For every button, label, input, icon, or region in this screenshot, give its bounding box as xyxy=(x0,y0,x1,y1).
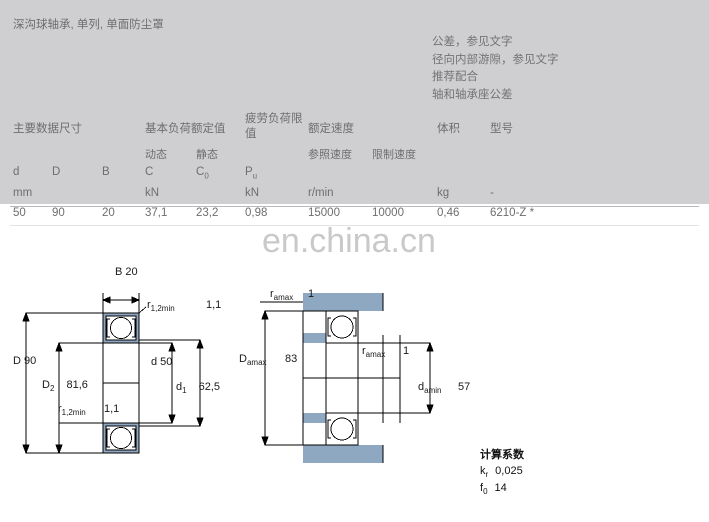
dim-B: B 20 xyxy=(115,266,138,278)
dim-damin: damin xyxy=(418,381,442,396)
symbol-d: d xyxy=(13,166,20,178)
header-notes: 公差，参见文字 径向内部游隙，参见文字 推荐配合 轴和轴承座公差 xyxy=(432,34,559,104)
symbol-C0: C0 xyxy=(196,166,209,181)
dim-D: D 90 xyxy=(13,355,37,367)
calc-factors-title: 计算系数 xyxy=(480,449,524,461)
unit-rpm: r/min xyxy=(308,187,334,199)
unit-mm: mm xyxy=(13,187,33,199)
cell-Pu: 0,98 xyxy=(245,207,268,219)
dim-damin-value: 57 xyxy=(458,381,471,393)
table-row-rule xyxy=(10,224,699,226)
note-radial-clearance: 径向内部游隙，参见文字 xyxy=(432,53,559,66)
watermark: en.china.cn xyxy=(262,222,436,260)
unit-none: - xyxy=(490,187,494,199)
table-header: 主要数据尺寸 基本负荷额定值 疲劳负荷限 值 额定速度 体积 型号 动态 静态 … xyxy=(0,112,709,204)
header-band xyxy=(0,0,709,204)
dim-D2: D2 81,6 xyxy=(42,379,88,394)
dim-d1: d1 62,5 xyxy=(176,381,221,396)
unit-kn-pu: kN xyxy=(245,187,260,199)
bearing-section-svg xyxy=(22,293,204,455)
col-group-fatigue-1: 疲劳负荷限 xyxy=(245,113,303,125)
col-group-load-ratings: 基本负荷额定值 xyxy=(145,123,226,135)
cell-mass: 0,46 xyxy=(437,207,460,219)
unit-kg: kg xyxy=(437,187,450,199)
col-group-mass: 体积 xyxy=(437,123,460,135)
col-group-dimensions: 主要数据尺寸 xyxy=(13,123,82,135)
dim-r-bottom: r1,2min xyxy=(58,403,86,418)
cell-d: 50 xyxy=(13,207,26,219)
col-sub-limiting: 限制速度 xyxy=(372,149,416,161)
col-group-speeds: 额定速度 xyxy=(308,123,354,135)
unit-kn-c: kN xyxy=(145,187,160,199)
col-sub-dynamic: 动态 xyxy=(145,149,167,161)
dim-r-bottom-value: 1,1 xyxy=(104,403,120,415)
cell-designation: 6210-Z * xyxy=(490,207,535,219)
bearing-fit-drawing: ramax 1 Damax 83 ramax 1 damin 57 xyxy=(239,255,490,517)
symbol-Pu: Pu xyxy=(245,166,258,181)
col-sub-static: 静态 xyxy=(196,149,218,161)
dim-ramax-top-value: 1 xyxy=(308,288,315,300)
cell-D: 90 xyxy=(52,207,65,219)
dim-Damax-value: 83 xyxy=(285,353,298,365)
symbol-C: C xyxy=(145,166,154,178)
dim-r-top-value: 1,1 xyxy=(206,299,222,311)
cell-ref-speed: 15000 xyxy=(308,207,340,219)
bearing-section-drawing: B 20 r1,2min 1,1 D 90 D2 81,6 r1,2min 1,… xyxy=(0,255,240,517)
col-group-designation: 型号 xyxy=(490,123,513,135)
dim-r-top: r1,2min xyxy=(147,299,175,314)
symbol-B: B xyxy=(102,166,110,178)
dim-Damax: Damax xyxy=(239,353,267,368)
page-title: 深沟球轴承, 单列, 单面防尘罩 xyxy=(13,19,164,31)
cell-C0: 23,2 xyxy=(196,207,219,219)
dim-ramax-top: ramax xyxy=(270,288,294,303)
symbol-D: D xyxy=(52,166,61,178)
col-group-fatigue-2: 值 xyxy=(245,128,257,140)
col-sub-reference: 参照速度 xyxy=(308,149,352,161)
bearing-fit-svg xyxy=(260,293,434,463)
dim-ramax-mid-value: 1 xyxy=(403,345,410,357)
dim-d: d 50 xyxy=(151,356,173,368)
note-tolerance: 公差，参见文字 xyxy=(432,36,513,48)
cell-C: 37,1 xyxy=(145,207,168,219)
note-shaft-housing-tolerance: 轴和轴承座公差 xyxy=(432,88,513,101)
cell-B: 20 xyxy=(102,207,115,219)
table-header-rule xyxy=(10,205,699,207)
cell-lim-speed: 10000 xyxy=(372,207,404,219)
note-recommended-fits: 推荐配合 xyxy=(432,71,478,83)
dim-ramax-mid: ramax xyxy=(362,345,386,360)
